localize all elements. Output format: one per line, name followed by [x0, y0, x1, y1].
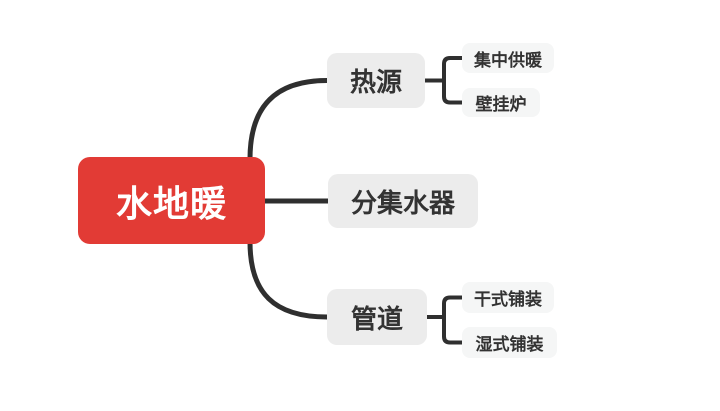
leaf-node-central-heating[interactable]: 集中供暖 — [462, 43, 554, 73]
connector-root-to-pipes — [247, 239, 330, 320]
leaf-node-dry-installation[interactable]: 干式铺装 — [462, 282, 554, 313]
branch-node-pipes[interactable]: 管道 — [327, 289, 427, 345]
connector-heat-source-bracket — [442, 56, 464, 105]
root-node-water-floor-heating[interactable]: 水地暖 — [78, 157, 265, 244]
branch-node-heat-source[interactable]: 热源 — [327, 53, 425, 108]
connector-root-to-heat-source — [247, 78, 330, 162]
leaf-node-wall-hung-boiler[interactable]: 壁挂炉 — [462, 88, 540, 117]
leaf-node-wet-installation[interactable]: 湿式铺装 — [462, 327, 557, 358]
branch-node-manifold[interactable]: 分集水器 — [328, 174, 478, 228]
connector-pipes-bracket — [442, 295, 464, 345]
